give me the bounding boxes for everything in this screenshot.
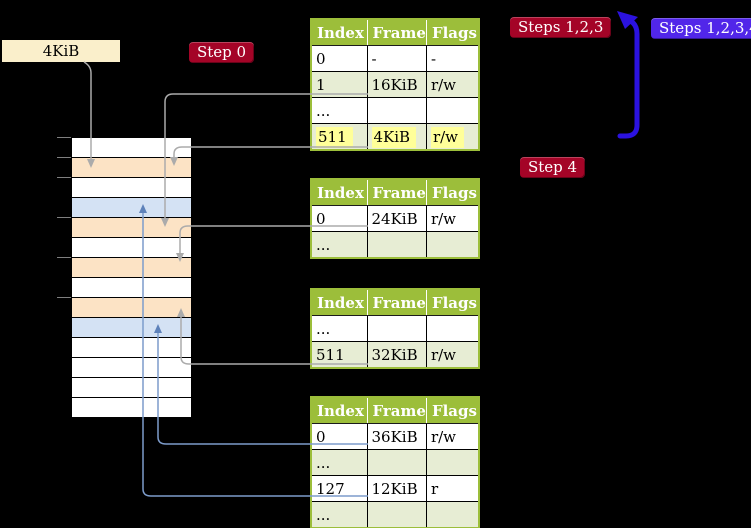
cell-index: 0 xyxy=(310,423,368,450)
memory-row-6-white xyxy=(72,238,191,258)
page-table-level-4: Index Frame Flags 0 36KiB r/w ... 127 12… xyxy=(310,396,481,528)
col-header-frame: Frame xyxy=(366,289,427,316)
cell-index: 0 xyxy=(310,205,368,232)
highlighted-value: 511 xyxy=(316,126,353,148)
table-header-row: Index Frame Flags xyxy=(311,179,480,206)
address-tick xyxy=(57,257,71,258)
cell-index: ... xyxy=(310,315,368,342)
cell-index: 127 xyxy=(310,475,368,502)
cell-flags: r/w xyxy=(425,205,480,232)
address-tick xyxy=(57,177,71,178)
table-row: ... xyxy=(310,231,480,259)
cell-frame: - xyxy=(366,45,427,72)
table-row: 0 - - xyxy=(310,45,480,72)
cell-flags xyxy=(425,97,480,124)
page-table-level-2: Index Frame Flags 0 24KiB r/w ... xyxy=(310,178,481,259)
cell-flags: r/w xyxy=(425,123,480,151)
cell-frame: 4KiB xyxy=(366,123,427,151)
cell-index: 511 xyxy=(310,123,368,151)
arrow-steps-loop xyxy=(617,11,640,139)
cell-frame xyxy=(366,501,427,528)
page-size-label: 4KiB xyxy=(42,42,80,60)
memory-row-4-blue xyxy=(72,198,191,218)
badge-steps-1-2-3-4: Steps 1,2,3,4 xyxy=(651,18,751,39)
cell-frame xyxy=(366,231,427,259)
table-header-row: Index Frame Flags xyxy=(311,397,480,424)
memory-row-10-blue xyxy=(72,318,191,338)
cell-index: ... xyxy=(310,449,368,476)
highlighted-value: 4KiB xyxy=(371,126,417,148)
cell-index: 1 xyxy=(310,71,368,98)
address-tick xyxy=(57,137,71,138)
memory-row-8-white xyxy=(72,278,191,298)
address-tick xyxy=(57,157,71,158)
cell-flags: r/w xyxy=(425,71,480,98)
col-header-flags: Flags xyxy=(425,397,480,424)
memory-row-11-white xyxy=(72,338,191,358)
table-row: 127 12KiB r xyxy=(310,475,480,502)
badge-steps-1-2-3: Steps 1,2,3 xyxy=(510,17,612,38)
col-header-flags: Flags xyxy=(425,179,480,206)
memory-row-7-orange xyxy=(72,258,191,278)
col-header-flags: Flags xyxy=(425,289,480,316)
col-header-flags: Flags xyxy=(425,19,480,46)
memory-row-9-orange xyxy=(72,298,191,318)
table-row-highlighted: 511 4KiB r/w xyxy=(310,123,480,151)
table-row: 1 16KiB r/w xyxy=(310,71,480,98)
memory-strip xyxy=(71,137,192,418)
table-row: ... xyxy=(310,501,480,528)
col-header-index: Index xyxy=(311,289,367,316)
cell-index: 511 xyxy=(310,341,368,369)
badge-step-0: Step 0 xyxy=(189,42,255,63)
cell-flags xyxy=(425,231,480,259)
address-tick xyxy=(57,297,71,298)
cell-flags xyxy=(425,449,480,476)
memory-row-14-white xyxy=(72,398,191,417)
cell-index: ... xyxy=(310,501,368,528)
memory-row-1-white xyxy=(72,138,191,158)
cell-flags xyxy=(425,501,480,528)
page-table-level-1: Index Frame Flags 0 - - 1 16KiB r/w ... … xyxy=(310,18,481,151)
table-row: 511 32KiB r/w xyxy=(310,341,480,369)
col-header-frame: Frame xyxy=(366,19,427,46)
col-header-frame: Frame xyxy=(366,397,427,424)
cell-frame: 36KiB xyxy=(366,423,427,450)
cell-flags xyxy=(425,315,480,342)
cell-frame: 12KiB xyxy=(366,475,427,502)
cell-flags: - xyxy=(425,45,480,72)
col-header-index: Index xyxy=(311,397,367,424)
col-header-index: Index xyxy=(311,19,367,46)
table-row: ... xyxy=(310,315,480,342)
table-row: ... xyxy=(310,97,480,124)
cell-frame xyxy=(366,97,427,124)
cell-flags: r/w xyxy=(425,341,480,369)
cell-flags: r/w xyxy=(425,423,480,450)
cell-frame xyxy=(366,315,427,342)
cell-frame xyxy=(366,449,427,476)
cell-frame: 16KiB xyxy=(366,71,427,98)
badge-step-4: Step 4 xyxy=(520,157,586,178)
cell-index: ... xyxy=(310,231,368,259)
cell-frame: 32KiB xyxy=(366,341,427,369)
memory-row-5-orange xyxy=(72,218,191,238)
page-size-box: 4KiB xyxy=(2,40,120,62)
table-header-row: Index Frame Flags xyxy=(311,289,480,316)
cell-frame: 24KiB xyxy=(366,205,427,232)
memory-row-3-white xyxy=(72,178,191,198)
address-tick xyxy=(57,217,71,218)
highlighted-value: r/w xyxy=(430,126,465,148)
table-row: 0 24KiB r/w xyxy=(310,205,480,232)
col-header-index: Index xyxy=(311,179,367,206)
table-header-row: Index Frame Flags xyxy=(311,19,480,46)
col-header-frame: Frame xyxy=(366,179,427,206)
page-table-level-3: Index Frame Flags ... 511 32KiB r/w xyxy=(310,288,481,369)
memory-row-2-orange xyxy=(72,158,191,178)
memory-row-13-white xyxy=(72,378,191,398)
cell-index: ... xyxy=(310,97,368,124)
cell-flags: r xyxy=(425,475,480,502)
cell-index: 0 xyxy=(310,45,368,72)
memory-row-12-white xyxy=(72,358,191,378)
table-row: ... xyxy=(310,449,480,476)
table-row: 0 36KiB r/w xyxy=(310,423,480,450)
